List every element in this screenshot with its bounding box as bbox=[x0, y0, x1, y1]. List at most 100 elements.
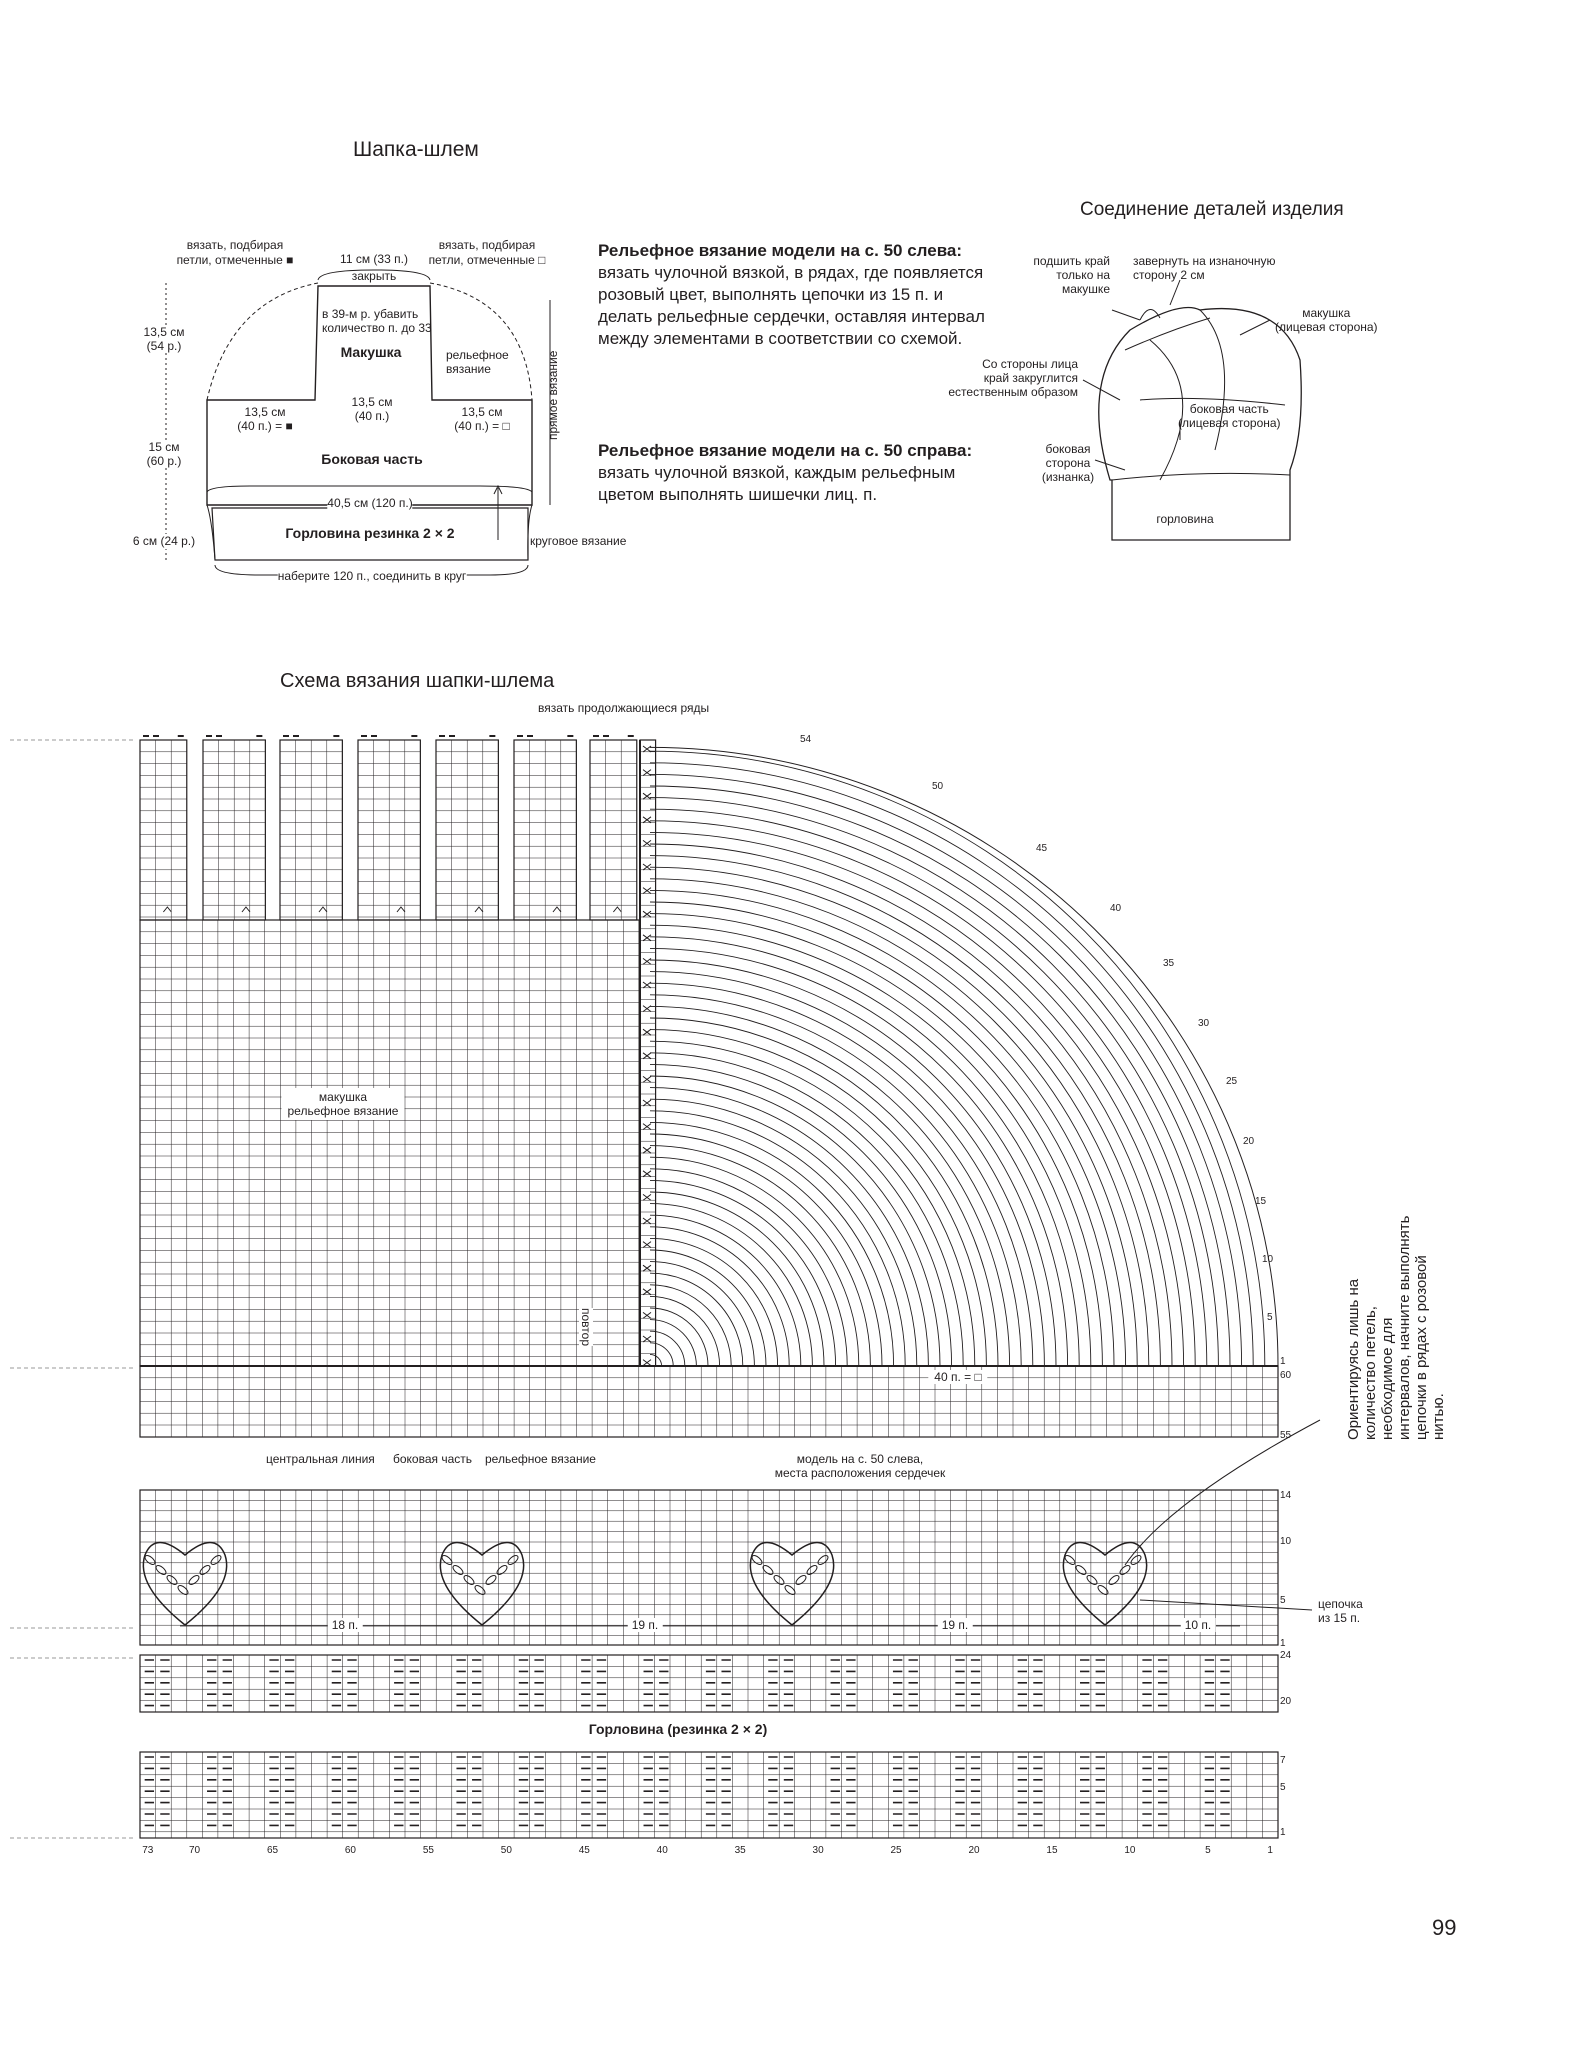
repeat-mark bbox=[642, 1264, 652, 1272]
chain-link bbox=[188, 1575, 200, 1585]
decrease-mark bbox=[162, 906, 172, 913]
repeat-mark bbox=[642, 1241, 652, 1248]
chain-link bbox=[762, 1565, 774, 1575]
repeat-mark bbox=[642, 1123, 652, 1130]
description-left: Рельефное вязание модели на с. 50 слева:… bbox=[598, 240, 998, 350]
arc-label-45: 45 bbox=[1036, 843, 1048, 854]
row-arc bbox=[649, 924, 1092, 1367]
gap-18: 18 п. bbox=[327, 1618, 363, 1632]
arc-label-1: 1 bbox=[1280, 1356, 1286, 1367]
row-arc bbox=[649, 1121, 895, 1367]
repeat-mark bbox=[642, 1052, 652, 1060]
x-tick-65: 65 bbox=[266, 1845, 279, 1856]
row-arc bbox=[649, 1284, 732, 1367]
heart-row-10: 10 bbox=[1280, 1536, 1292, 1547]
chain-link bbox=[1097, 1585, 1109, 1595]
fold-note: завернуть на изнаночную сторону 2 см bbox=[1133, 254, 1276, 282]
central-line-label: центральная линия bbox=[266, 1452, 375, 1466]
arc-label-54: 54 bbox=[800, 734, 812, 745]
row-arc bbox=[649, 959, 1057, 1367]
x-tick-10: 10 bbox=[1124, 1845, 1136, 1856]
row-arc bbox=[649, 1249, 767, 1367]
row-arc bbox=[649, 1179, 837, 1367]
chart-grid-border bbox=[435, 739, 499, 921]
heart-motif bbox=[439, 1541, 525, 1626]
description-right: Рельефное вязание модели на с. 50 справа… bbox=[598, 440, 998, 506]
row-arc bbox=[649, 901, 1115, 1367]
chain-link bbox=[507, 1555, 519, 1565]
full-width: 40,5 см (120 п.) bbox=[327, 496, 413, 511]
arc-label-5: 5 bbox=[1267, 1312, 1273, 1323]
row-arc bbox=[649, 971, 1045, 1367]
heart-row-5: 5 bbox=[1280, 1595, 1286, 1606]
row-arc bbox=[649, 1063, 953, 1367]
decrease-mark bbox=[318, 906, 328, 913]
chain-link bbox=[177, 1585, 189, 1595]
crown-label: Макушка bbox=[340, 344, 402, 360]
chart-grid-border bbox=[139, 739, 188, 921]
page-number: 99 bbox=[1432, 1915, 1457, 1940]
row-arc bbox=[649, 982, 1034, 1367]
chain-link bbox=[485, 1575, 497, 1585]
chart-grid-border bbox=[513, 739, 577, 921]
decrease-mark bbox=[612, 906, 622, 913]
chain-link bbox=[773, 1575, 785, 1585]
chart-grid-border bbox=[139, 1489, 1279, 1646]
chain-link bbox=[463, 1575, 475, 1585]
arc-label-35: 35 bbox=[1163, 958, 1175, 969]
forty-stitches-label: 40 п. = □ bbox=[928, 1370, 988, 1384]
top-width: 11 см (33 п.) bbox=[340, 252, 408, 266]
repeat-mark bbox=[642, 1170, 652, 1178]
row-arc bbox=[649, 1156, 860, 1367]
segment-middle: 13,5 см (40 п.) bbox=[351, 395, 393, 423]
description-right-text: вязать чулочной вязкой, каждым рельефным… bbox=[598, 463, 956, 504]
row-arc bbox=[649, 1168, 848, 1367]
gap-19-a: 19 п. bbox=[627, 1618, 663, 1632]
repeat-mark bbox=[642, 910, 652, 918]
neck-row-7: 7 bbox=[1280, 1755, 1286, 1766]
chain-link bbox=[784, 1585, 796, 1595]
row-arc bbox=[649, 1307, 709, 1367]
x-tick-1: 1 bbox=[1267, 1845, 1273, 1856]
row-arc bbox=[649, 1319, 697, 1367]
row-arc bbox=[649, 913, 1103, 1367]
chart-grid bbox=[279, 739, 343, 920]
arc-label-50: 50 bbox=[932, 781, 944, 792]
side-wrong-note: боковая сторона (изнанка) bbox=[1041, 442, 1095, 484]
chain-link bbox=[1064, 1555, 1076, 1565]
row-arc bbox=[649, 947, 1069, 1367]
chain-link bbox=[1119, 1565, 1131, 1575]
row-arc bbox=[649, 1272, 744, 1367]
chain-link bbox=[795, 1575, 807, 1585]
chart-grid bbox=[139, 739, 188, 920]
assembly-title: Соединение деталей изделия bbox=[1080, 199, 1344, 220]
chain-link bbox=[751, 1555, 763, 1565]
x-tick-45: 45 bbox=[578, 1845, 590, 1856]
chart-grid bbox=[139, 1365, 1279, 1438]
chain-link bbox=[1108, 1575, 1120, 1585]
row-arc bbox=[649, 797, 1219, 1367]
gap-19-b: 19 п. bbox=[937, 1618, 973, 1632]
chart-grid-border bbox=[357, 739, 421, 921]
row-arc bbox=[649, 1040, 976, 1367]
heart-row-14: 14 bbox=[1280, 1490, 1292, 1501]
neck-title: Горловина (резинка 2 × 2) bbox=[588, 1721, 768, 1737]
row-arc bbox=[649, 1226, 790, 1367]
repeat-mark bbox=[642, 1312, 652, 1319]
row-arc bbox=[649, 1330, 686, 1367]
decrease-note: в 39-м р. убавить количество п. до 33 bbox=[322, 307, 432, 335]
repeat-mark bbox=[642, 1028, 652, 1036]
arc-label-30: 30 bbox=[1198, 1018, 1210, 1029]
cast-on-label: наберите 120 п., соединить в круг bbox=[277, 569, 467, 584]
chart-grid bbox=[139, 1489, 1279, 1645]
crown-relief-label: макушка рельефное вязание bbox=[281, 1088, 405, 1120]
decrease-mark bbox=[241, 906, 251, 913]
row-arc bbox=[649, 1145, 871, 1367]
chart-grid bbox=[639, 739, 656, 1366]
row-arc bbox=[649, 831, 1185, 1367]
row-arc bbox=[649, 1342, 674, 1367]
rib-row-24: 24 bbox=[1280, 1650, 1292, 1661]
rib-row-20: 20 bbox=[1280, 1696, 1292, 1707]
row-arc bbox=[649, 1029, 987, 1367]
chart-grid-border bbox=[279, 739, 343, 921]
